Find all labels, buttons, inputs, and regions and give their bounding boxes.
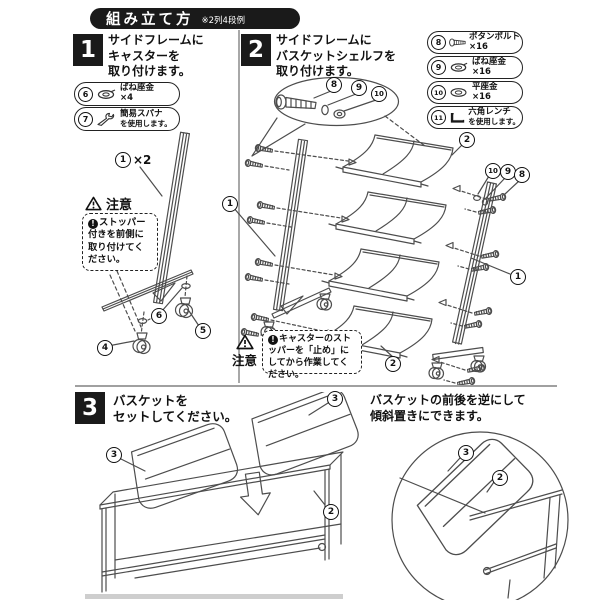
part-3-label-left: 3 [106,447,122,463]
header-pill: 組み立て方 ※2列4段例 [90,8,300,29]
part-2-label-top: 2 [459,132,475,148]
part-number-badge: 7 [78,111,93,127]
part-pill-label: ばね座金 ×4 [120,83,155,103]
part-2-label-bottom: 2 [385,356,401,372]
part-number-badge: 8 [431,35,446,50]
part-1-label-left: 1 [222,196,238,212]
part-pill-hex-wrench: 11 六角レンチ を使用します。 [427,106,523,129]
part-1-label: 1 [115,152,131,168]
part-2-label-detail: 2 [492,470,508,486]
part-10-label: 10 [485,163,501,179]
part-number-badge: 9 [431,60,446,75]
page-title-note: ※2列4段例 [201,16,245,26]
step3-title: バスケットを セットしてください。 [113,393,238,425]
part-4-label: 4 [97,340,113,356]
part-pill-spring-washer: 6 ばね座金 ×4 [74,82,180,106]
exclamation-icon [88,218,98,229]
warning-triangle-icon [85,196,102,211]
spring-washer-icon [97,88,116,99]
step3-diagram [99,392,362,593]
step2-caution-title: 注意 [232,334,257,369]
step3-note: バスケットの前後を逆にして 傾斜置きにできます。 [370,393,526,423]
section-divider [75,385,557,387]
step2-diagram [232,76,520,385]
warning-triangle-icon [235,334,254,350]
step1-caution-title: 注意 [85,194,132,213]
part-pill-label: ボタンボルト ×16 [468,31,520,52]
part-number-badge: 10 [431,85,446,100]
part-8-label: 8 [514,167,530,183]
bolt-icon [449,38,466,47]
flat-washer-icon [450,88,467,97]
hex-wrench-icon [450,112,465,123]
part-6-label: 6 [151,308,167,324]
balloon-part-8-label: 8 [326,77,342,93]
part-pill-label: ばね座金 ×16 [472,56,507,77]
step1-diagram [101,131,200,355]
part-1-label-right: 1 [510,269,526,285]
wrench-icon [97,112,115,126]
part-3-label-detail: 3 [458,445,474,461]
step1-number: 1 [73,34,103,66]
step2-caution-box: キャスターのストッパーを「止め」にしてから作業してください。 [262,330,362,380]
part-number-badge: 6 [78,86,93,102]
part-5-label: 5 [195,323,211,339]
bottom-crop-band [85,594,343,599]
part-2-label-frame: 2 [323,504,339,520]
step2-title: サイドフレームに バスケットシェルフを 取り付けます。 [276,33,397,79]
part-pill-label: 六角レンチ を使用します。 [468,107,520,127]
part-pill-flat-washer: 10 平座金 ×16 [427,81,523,104]
part-number-badge: 11 [431,110,446,125]
page-title: 組み立て方 [106,12,194,28]
step1-caution-box: ストッパー付きを前側に取り付けてください。 [82,213,158,271]
part-pill-label: 平座金 ×16 [472,81,498,102]
part-3-label-right: 3 [327,391,343,407]
step3-detail-diagram [391,428,569,600]
part-pill-bolt: 8 ボタンボルト ×16 [427,31,523,54]
column-divider [238,30,240,383]
balloon-part-10-label: 10 [371,86,387,102]
spring-washer-icon [450,62,468,72]
part-pill-label: 簡易スパナ を使用します。 [120,108,172,128]
step2-number: 2 [241,34,271,66]
exclamation-icon [268,334,278,345]
frame-qty-label: 1 ×2 [115,152,151,168]
step3-number: 3 [75,392,105,424]
part-pill-wrench: 7 簡易スパナ を使用します。 [74,107,180,131]
balloon-part-9-label: 9 [351,80,367,96]
part-pill-spring-washer-2: 9 ばね座金 ×16 [427,56,523,79]
step1-title: サイドフレームに キャスターを 取り付けます。 [108,33,204,79]
